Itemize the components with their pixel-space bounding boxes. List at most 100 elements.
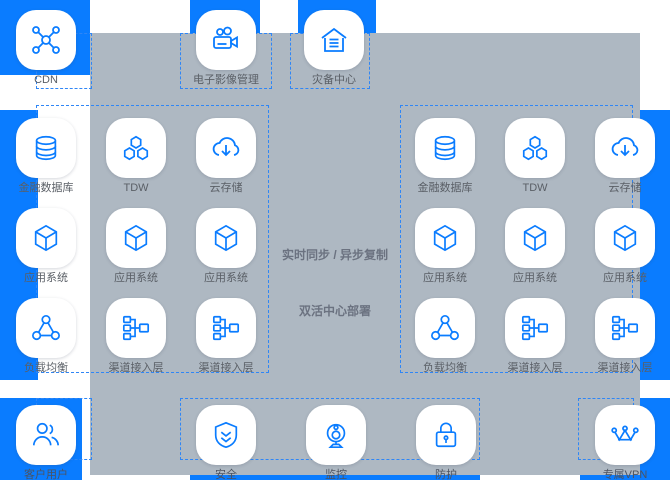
l-ch1-tile[interactable] [106,298,166,358]
cdn-network-icon [30,24,62,56]
node-l-ch1[interactable]: 渠道接入层 [104,298,168,375]
b-mon-tile[interactable] [306,405,366,465]
crown-vpn-icon [610,420,640,450]
r-tdw-tile[interactable] [505,118,565,178]
l-app1-tile[interactable] [16,208,76,268]
node-r-ch2[interactable]: 渠道接入层 [593,298,657,375]
cube-icon [31,223,61,253]
b-sec-tile[interactable] [196,405,256,465]
b-mon-caption: 监控 [325,469,347,481]
tree-nodes-icon [211,313,241,343]
shield-icon [211,420,241,450]
cube-icon [610,223,640,253]
r-clb-tile[interactable] [415,298,475,358]
node-l-cos[interactable]: 云存储 [194,118,258,195]
camera-monitor-icon [321,420,351,450]
l-cos-tile[interactable] [196,118,256,178]
cdn-caption: CDN [34,74,58,86]
node-r-clb[interactable]: 负载均衡 [413,298,477,375]
r-app3-tile[interactable] [595,208,655,268]
eimg-tile[interactable] [196,10,256,70]
b-prot-caption: 防护 [435,469,457,481]
node-l-app2[interactable]: 应用系统 [104,208,168,285]
r-app1-tile[interactable] [415,208,475,268]
l-db-caption: 金融数据库 [18,182,74,194]
cdn-tile[interactable] [16,10,76,70]
node-r-cos[interactable]: 云存储 [593,118,657,195]
node-l-db[interactable]: 金融数据库 [14,118,78,195]
lock-icon [431,420,461,450]
r-cos-caption: 云存储 [608,182,642,194]
l-app2-tile[interactable] [106,208,166,268]
cube-icon [520,223,550,253]
r-cos-tile[interactable] [595,118,655,178]
b-vpn-tile[interactable] [595,405,655,465]
center-sync-label: 实时同步 / 异步复制 [281,248,388,262]
archive-house-icon [318,24,350,56]
cube-icon [430,223,460,253]
l-db-tile[interactable] [16,118,76,178]
node-r-app3[interactable]: 应用系统 [593,208,657,285]
b-vpn-caption: 专属VPN [602,469,648,481]
node-b-prot[interactable]: 防护 [414,405,478,482]
r-db-tile[interactable] [415,118,475,178]
node-r-app1[interactable]: 应用系统 [413,208,477,285]
node-r-app2[interactable]: 应用系统 [503,208,567,285]
drc-tile[interactable] [304,10,364,70]
cube-icon [121,223,151,253]
r-ch1-tile[interactable] [505,298,565,358]
b-user-tile[interactable] [16,405,76,465]
database-icon [31,133,61,163]
node-r-ch1[interactable]: 渠道接入层 [503,298,567,375]
node-eimg[interactable]: 电子影像管理 [193,10,259,87]
cloud-download-icon [609,132,641,164]
cloud-download-icon [210,132,242,164]
node-l-tdw[interactable]: TDW [104,118,168,195]
hexagon-cluster-icon [121,133,151,163]
node-l-app1[interactable]: 应用系统 [14,208,78,285]
eimg-caption: 电子影像管理 [193,74,259,86]
l-app3-tile[interactable] [196,208,256,268]
tree-nodes-icon [520,313,550,343]
tree-nodes-icon [121,313,151,343]
r-ch2-caption: 渠道接入层 [597,362,653,374]
l-ch1-caption: 渠道接入层 [108,362,164,374]
r-app3-caption: 应用系统 [603,272,647,284]
l-tdw-caption: TDW [123,182,149,194]
center-deploy-label: 双活中心部署 [298,304,371,318]
l-app3-caption: 应用系统 [204,272,248,284]
l-clb-tile[interactable] [16,298,76,358]
node-cdn[interactable]: CDN [14,10,78,87]
database-icon [430,133,460,163]
l-clb-caption: 负载均衡 [24,362,68,374]
r-app1-caption: 应用系统 [423,272,467,284]
users-icon [31,420,61,450]
node-r-tdw[interactable]: TDW [503,118,567,195]
drc-caption: 灾备中心 [312,74,356,86]
node-l-ch2[interactable]: 渠道接入层 [194,298,258,375]
r-clb-caption: 负载均衡 [423,362,467,374]
node-r-db[interactable]: 金融数据库 [413,118,477,195]
r-db-caption: 金融数据库 [417,182,473,194]
l-app2-caption: 应用系统 [114,272,158,284]
load-balancer-icon [430,313,460,343]
node-b-sec[interactable]: 安全 [194,405,258,482]
l-app1-caption: 应用系统 [24,272,68,284]
node-l-app3[interactable]: 应用系统 [194,208,258,285]
r-ch2-tile[interactable] [595,298,655,358]
load-balancer-icon [31,313,61,343]
r-app2-tile[interactable] [505,208,565,268]
b-prot-tile[interactable] [416,405,476,465]
l-tdw-tile[interactable] [106,118,166,178]
video-camera-icon [210,24,242,56]
node-b-mon[interactable]: 监控 [304,405,368,482]
node-b-vpn[interactable]: 专属VPN [593,405,657,482]
node-drc[interactable]: 灾备中心 [302,10,366,87]
tree-nodes-icon [610,313,640,343]
l-ch2-tile[interactable] [196,298,256,358]
node-b-user[interactable]: 客户用户 [14,405,78,482]
node-l-clb[interactable]: 负载均衡 [14,298,78,375]
b-sec-caption: 安全 [215,469,237,481]
l-cos-caption: 云存储 [209,182,243,194]
